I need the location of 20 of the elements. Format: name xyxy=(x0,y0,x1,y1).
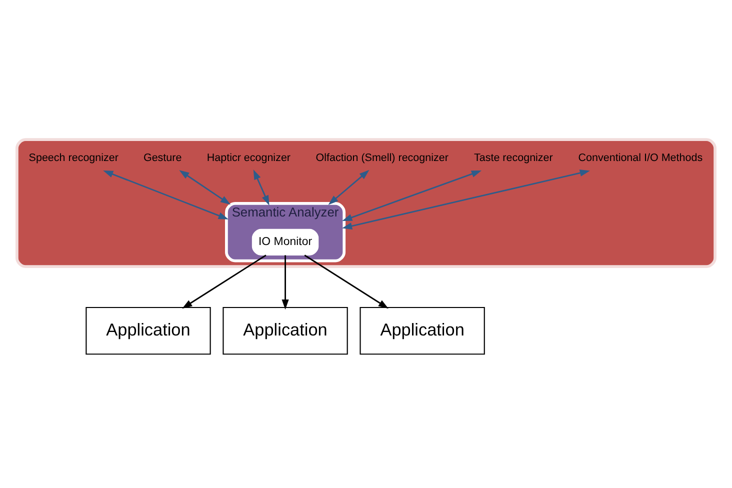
node-text: Olfaction (Smell) recognizer xyxy=(316,152,448,164)
arrow xyxy=(103,170,228,220)
node-text: Taste recognizer xyxy=(474,152,553,164)
arrow xyxy=(182,254,266,309)
node-box: Application xyxy=(86,306,211,355)
node-box: Application xyxy=(360,306,485,355)
node-text: Hapticr ecognizer xyxy=(206,152,291,164)
node-box: IO Monitor xyxy=(252,228,319,256)
arrow xyxy=(342,170,590,230)
cluster xyxy=(16,138,716,268)
arrow xyxy=(328,170,370,205)
arrow xyxy=(342,170,482,221)
arrow xyxy=(253,170,270,206)
arrow xyxy=(179,170,231,205)
arrow xyxy=(304,254,388,309)
node-text: Gesture xyxy=(143,152,182,164)
node-text: Speech recognizer xyxy=(28,152,118,164)
node-box: Application xyxy=(222,306,348,355)
arrow xyxy=(282,255,289,310)
node-text: Conventional I/O Methods xyxy=(578,152,703,164)
